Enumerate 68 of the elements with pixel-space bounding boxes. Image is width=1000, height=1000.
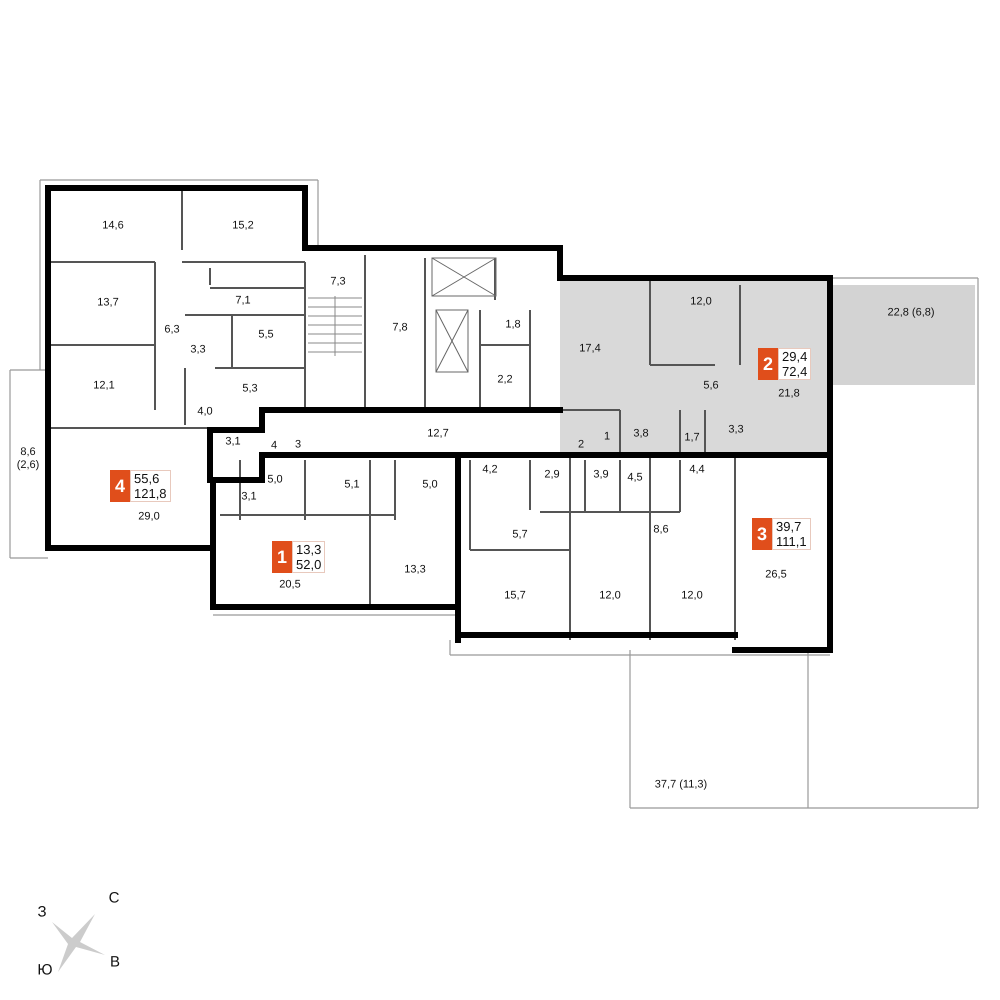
room-area: 3,3 (728, 424, 744, 436)
room-area: 21,8 (778, 388, 800, 400)
door-number: 4 (270, 440, 278, 452)
door-number: 1 (604, 430, 610, 444)
room-area: 5,3 (242, 382, 258, 396)
room-area: 12,0 (690, 296, 712, 308)
area-value: 29,4 (782, 349, 808, 364)
room-area: 2,9 (544, 468, 560, 482)
area-value: 39,7 (776, 519, 802, 534)
room-area: 4,5 (627, 472, 643, 484)
area-value: 13,3 (296, 542, 322, 557)
apartment-number: 3 (752, 518, 772, 550)
room-area: 1,8 (505, 318, 521, 332)
room-area: 15,7 (504, 590, 526, 602)
room-area: 3,9 (593, 468, 609, 482)
room-area: 7,8 (392, 322, 408, 334)
door-number: 2 (578, 438, 584, 452)
room-area: 3,1 (225, 436, 241, 448)
room-area: 4,2 (482, 464, 498, 476)
area-value: 52,0 (296, 557, 322, 572)
terrace-area: 22,8 (6,8) (887, 306, 935, 320)
room-area: 3,3 (190, 344, 206, 356)
room-area: 26,5 (765, 568, 787, 582)
apartment-badge (758, 348, 812, 380)
apartment-number: 4 (110, 470, 130, 502)
room-area: 5,6 (703, 380, 719, 392)
room-area: 3,1 (241, 490, 257, 504)
apartment-number: 1 (272, 541, 292, 573)
balcony-area: 8,6 (2,6) (10, 446, 46, 472)
apartment-badge (752, 518, 811, 550)
room-area: 4,0 (197, 406, 213, 418)
room-area: 3,8 (633, 428, 649, 440)
room-area: 1,7 (684, 432, 700, 444)
room-area: 13,3 (404, 564, 426, 576)
room-area: 7,3 (330, 276, 346, 288)
room-area: 4,4 (689, 464, 705, 476)
door-number: 3 (294, 438, 302, 452)
room-area: 15,2 (232, 220, 254, 232)
room-area: 12,7 (427, 428, 449, 440)
room-area: 20,5 (279, 578, 301, 592)
room-area: 5,7 (512, 528, 528, 542)
area-value: 72,4 (782, 364, 808, 379)
room-area: 13,7 (97, 296, 119, 310)
compass-letter: Ю (37, 964, 53, 976)
room-area: 5,0 (422, 478, 438, 492)
apartment-badge (110, 470, 171, 502)
area-value: 121,8 (134, 486, 167, 501)
apartment-number: 2 (758, 348, 778, 380)
room-area: 12,1 (93, 380, 115, 392)
area-value: 111,1 (776, 534, 807, 549)
room-area: 17,4 (579, 342, 601, 356)
apartment-badge (272, 541, 326, 573)
terrace-area: 37,7 (11,3) (654, 778, 708, 792)
compass-letter: В (110, 956, 120, 968)
room-area: 12,0 (681, 590, 703, 602)
room-area: 6,3 (164, 324, 180, 336)
room-area: 5,0 (267, 474, 283, 486)
room-area: 12,0 (599, 590, 621, 602)
area-value: 55,6 (134, 471, 160, 486)
room-area: 7,1 (235, 294, 251, 308)
compass-letter: С (108, 892, 120, 904)
compass-letter: З (37, 906, 47, 918)
room-area: 2,2 (497, 374, 513, 386)
room-area: 29,0 (138, 510, 160, 524)
room-area: 8,6 (653, 524, 669, 536)
room-area: 5,5 (258, 328, 274, 342)
room-area: 5,1 (344, 478, 360, 492)
room-area: 14,6 (102, 220, 124, 232)
